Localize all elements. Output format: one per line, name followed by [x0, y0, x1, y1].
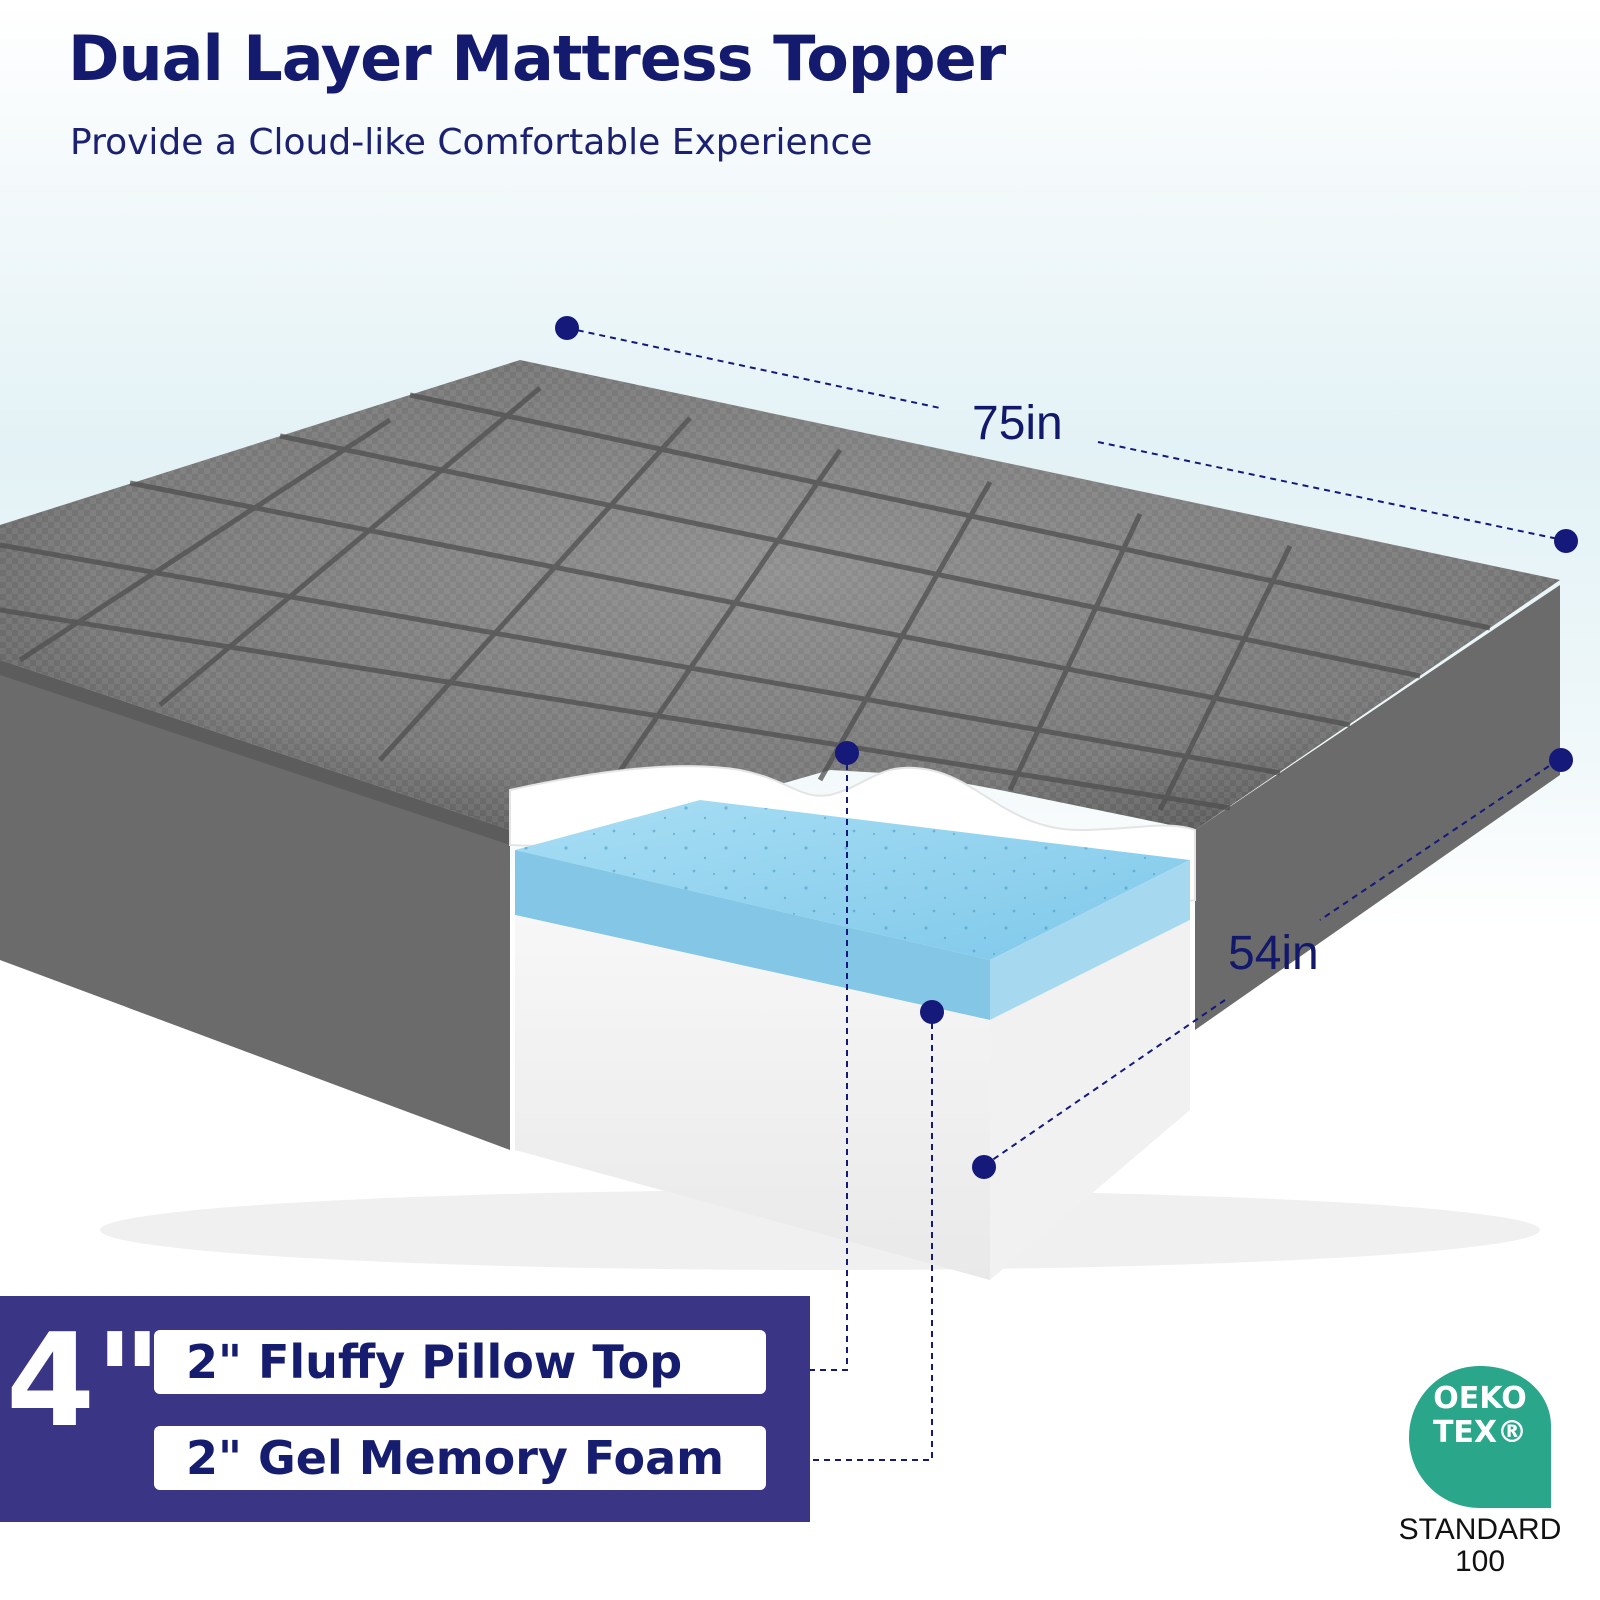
topper-front-side	[0, 660, 510, 1150]
width-end-dot	[972, 1155, 996, 1179]
length-dimension-line	[566, 327, 1564, 541]
pillow-top-label: 2" Fluffy Pillow Top	[154, 1330, 766, 1394]
gel-foam-callout-dot	[920, 1000, 944, 1024]
length-end-dot	[1554, 529, 1578, 553]
subline: Provide a Cloud-like Comfortable Experie…	[70, 122, 873, 163]
topper-front-side-top-band	[0, 660, 510, 845]
oeko-tex-badge	[1409, 1366, 1551, 1508]
topper-top-texture	[0, 360, 1560, 830]
oeko-tex-line-1: OEKO	[1433, 1381, 1527, 1416]
oeko-tex-text: OEKO TEX®	[1405, 1382, 1555, 1450]
oeko-tex-caption: STANDARD 100	[1375, 1514, 1585, 1578]
total-thickness: 4"	[6, 1307, 162, 1456]
oeko-tex-line-2: TEX®	[1432, 1415, 1528, 1450]
foam-base-side	[990, 920, 1190, 1280]
gel-foam-front	[515, 850, 990, 1020]
width-label: 54in	[1228, 927, 1319, 980]
quilt-seams	[0, 386, 1491, 812]
width-start-dot	[1549, 748, 1573, 772]
foam-base-front	[515, 915, 990, 1280]
width-dimension-line	[984, 759, 1559, 1166]
topper-end-side	[1195, 585, 1560, 1030]
gel-foam-side	[990, 860, 1190, 1020]
headline: Dual Layer Mattress Topper	[68, 22, 1006, 95]
standard-number: 100	[1454, 1545, 1506, 1578]
pillow-top-callout-dot	[835, 741, 859, 765]
standard-text: STANDARD	[1398, 1513, 1562, 1546]
gel-foam-speckles	[515, 800, 1190, 960]
gel-foam-label: 2" Gel Memory Foam	[154, 1426, 766, 1490]
length-label: 75in	[972, 397, 1063, 450]
length-start-dot	[555, 316, 579, 340]
